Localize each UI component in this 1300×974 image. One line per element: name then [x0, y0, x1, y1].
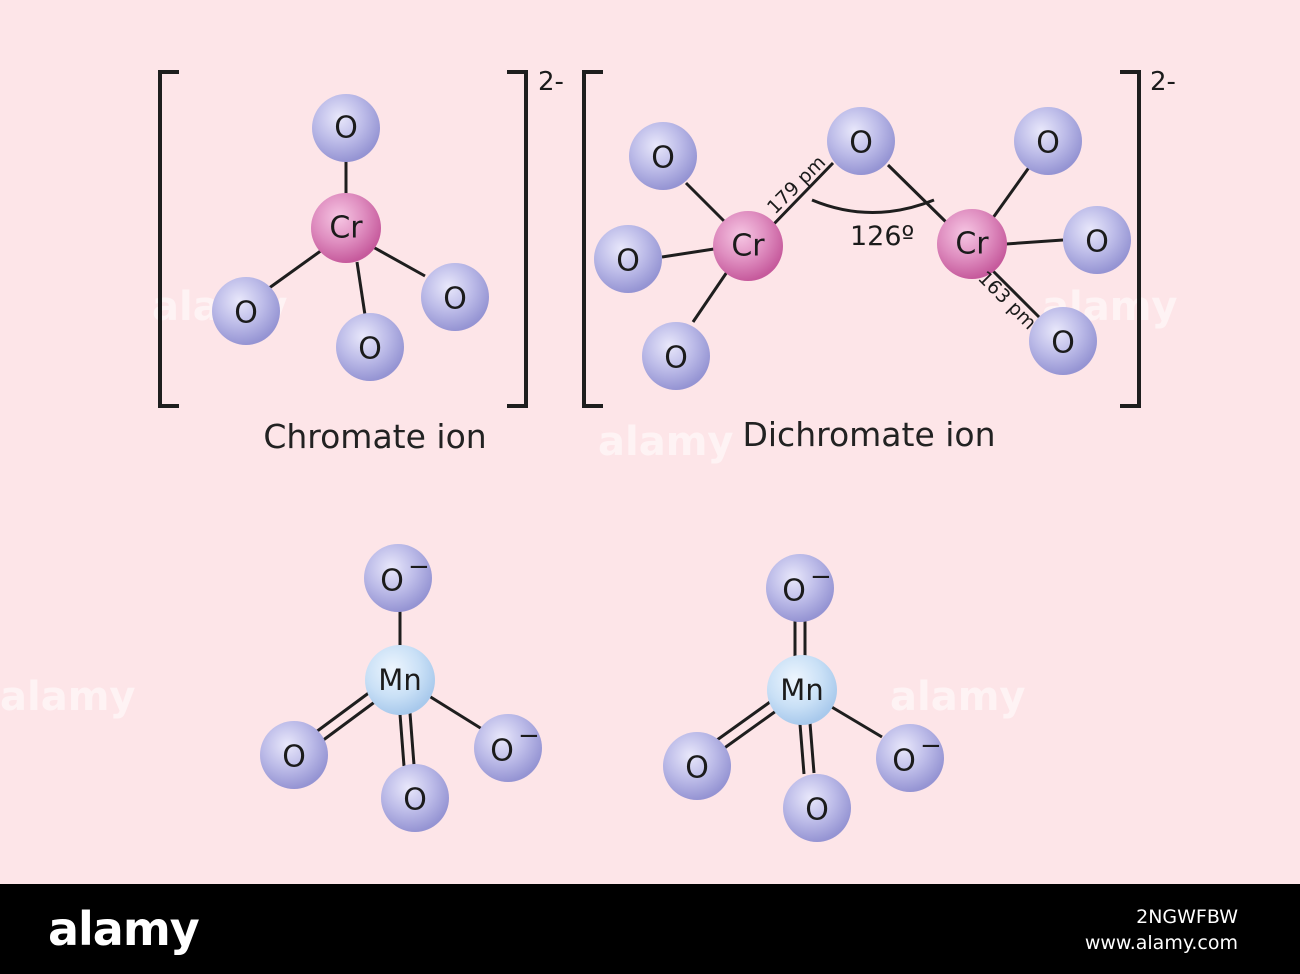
dichromate-charge: 2-: [1150, 67, 1176, 97]
bond-angle: 126º: [850, 221, 914, 252]
svg-text:alamy: alamy: [598, 419, 733, 465]
svg-text:O: O: [403, 783, 427, 818]
double-bond: [321, 699, 377, 743]
oxygen-atom: O: [642, 322, 710, 390]
svg-text:Cr: Cr: [731, 229, 765, 264]
image-id: 2NGWFBW: [1136, 906, 1238, 928]
svg-text:O: O: [651, 141, 675, 176]
svg-text:O: O: [892, 744, 916, 779]
svg-text:O: O: [380, 564, 404, 599]
double-bond: [798, 723, 806, 775]
chromium-atom: Cr: [311, 193, 381, 263]
bond-angle-arc: [811, 198, 935, 214]
source-url: www.alamy.com: [1084, 932, 1238, 954]
molecular-diagram: alamy alamy alamy alamy alamy 2- O Cr O: [0, 67, 1177, 842]
oxygen-atom: O: [312, 94, 380, 162]
oxygen-atom: O: [594, 225, 662, 293]
double-bond: [716, 700, 771, 742]
bond: [1005, 238, 1064, 246]
svg-text:Cr: Cr: [955, 227, 989, 262]
bond: [264, 248, 323, 293]
svg-text:O: O: [334, 111, 358, 146]
svg-text:−: −: [810, 562, 832, 592]
manganese-atom: Mn: [767, 655, 837, 725]
svg-text:−: −: [920, 731, 942, 761]
svg-text:O: O: [490, 734, 514, 769]
right-bracket: [1120, 70, 1141, 408]
oxygen-atom: O: [212, 277, 280, 345]
watermark-footer-bar: alamy 2NGWFBW www.alamy.com: [0, 884, 1300, 974]
svg-text:O: O: [685, 751, 709, 786]
oxygen-atom: O: [1014, 107, 1082, 175]
oxygen-atom: O: [629, 122, 697, 190]
oxygen-atom: O: [421, 263, 489, 331]
oxygen-atom: O: [336, 313, 404, 381]
bond: [886, 163, 949, 225]
bond-length-terminal: 163 pm: [973, 267, 1040, 334]
manganese-atom: Mn: [365, 645, 435, 715]
svg-text:O: O: [1036, 126, 1060, 161]
svg-text:O: O: [358, 332, 382, 367]
svg-text:O: O: [1085, 225, 1109, 260]
svg-text:Cr: Cr: [329, 211, 363, 246]
svg-text:alamy: alamy: [0, 674, 135, 720]
chromium-atom: Cr: [937, 209, 1007, 279]
bond-length-bridge: 179 pm: [763, 151, 830, 218]
oxygen-atom: O: [783, 774, 851, 842]
bridging-oxygen-atom: O: [827, 107, 895, 175]
bond: [768, 161, 835, 230]
bond: [691, 268, 731, 323]
svg-text:O: O: [664, 341, 688, 376]
svg-text:−: −: [518, 721, 540, 751]
svg-text:O: O: [234, 296, 258, 331]
chromate-label: Chromate ion: [263, 417, 486, 456]
svg-text:O: O: [616, 244, 640, 279]
oxygen-anion-atom: O −: [474, 714, 542, 782]
oxygen-atom: O: [260, 721, 328, 789]
oxygen-anion-atom: O −: [766, 554, 834, 622]
double-bond: [315, 690, 371, 734]
svg-text:O: O: [805, 793, 829, 828]
dichromate-label: Dichromate ion: [742, 415, 995, 454]
bond: [372, 245, 426, 278]
bond: [829, 704, 883, 739]
double-bond: [398, 713, 406, 767]
bond: [428, 694, 483, 731]
oxygen-atom: O: [1063, 206, 1131, 274]
svg-text:−: −: [408, 552, 430, 582]
left-bracket: [158, 70, 179, 408]
permanganate-ion-left: O − Mn O O O −: [260, 544, 542, 832]
chromate-charge: 2-: [538, 67, 564, 97]
svg-text:Mn: Mn: [780, 673, 823, 707]
double-bond: [408, 712, 416, 766]
bond: [355, 261, 367, 316]
svg-text:O: O: [1051, 326, 1075, 361]
bond: [684, 181, 730, 227]
left-bracket: [582, 70, 603, 408]
bond: [988, 165, 1032, 223]
bond: [661, 247, 715, 259]
dichromate-ion: 2- O O O Cr O: [582, 67, 1176, 454]
oxygen-atom: O: [1029, 307, 1097, 375]
right-bracket: [507, 70, 528, 408]
double-bond: [808, 722, 816, 774]
chromium-atom: Cr: [713, 211, 783, 281]
double-bond: [722, 709, 777, 751]
svg-text:O: O: [282, 740, 306, 775]
oxygen-anion-atom: O −: [364, 544, 432, 612]
permanganate-ion-right: O − Mn O O O −: [663, 554, 944, 842]
alamy-logo: alamy: [48, 902, 200, 956]
oxygen-anion-atom: O −: [876, 724, 944, 792]
oxygen-atom: O: [663, 732, 731, 800]
chromate-ion: 2- O Cr O O O Chromate ion: [158, 67, 564, 456]
watermark-overlay: alamy alamy alamy alamy alamy: [0, 284, 1177, 720]
svg-text:O: O: [849, 126, 873, 161]
oxygen-atom: O: [381, 764, 449, 832]
svg-text:O: O: [782, 574, 806, 609]
svg-text:O: O: [443, 282, 467, 317]
svg-text:alamy: alamy: [890, 674, 1025, 720]
svg-text:Mn: Mn: [378, 663, 421, 697]
bond: [988, 266, 1042, 320]
